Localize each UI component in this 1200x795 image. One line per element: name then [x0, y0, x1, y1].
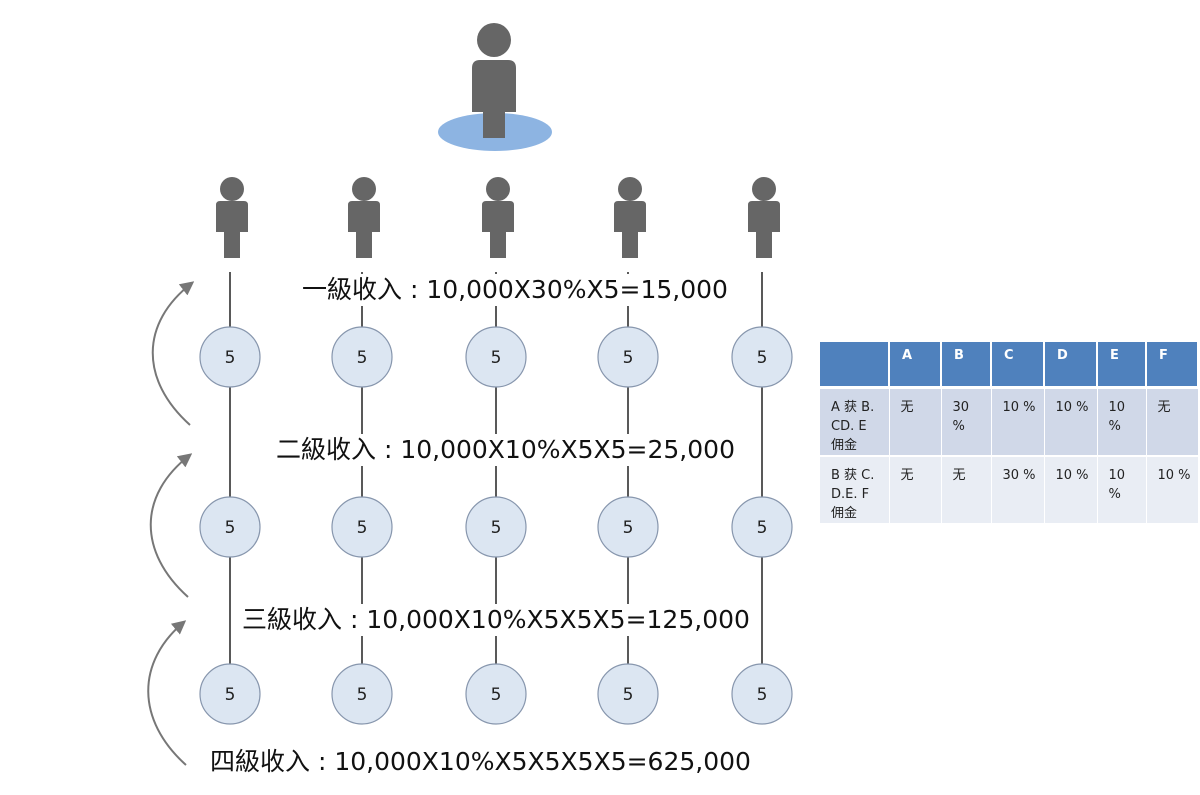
person-icon [482, 177, 514, 258]
table-cell: B 获 C.D.E. F 佣金 [820, 456, 890, 525]
node-value-label: 5 [623, 348, 634, 368]
node-value-label: 5 [491, 348, 502, 368]
income-level-3-label: 三級收入 : 10,000X10%X5X5X5=125,000 [238, 604, 754, 636]
top-person-icon [438, 23, 552, 151]
table-cell: 10 % [1044, 456, 1098, 525]
level-arrows [147, 281, 195, 766]
table-row: A 获 B.CD. E 佣金 无 30 % 10 % 10 % 10 % 无 [820, 387, 1199, 457]
node-grid: 5 5 5 5 5 5 5 5 5 5 5 5 5 5 5 [199, 326, 793, 725]
table-cell: 10 % [1146, 456, 1199, 525]
node-circle: 5 [465, 496, 527, 558]
node-circle: 5 [465, 663, 527, 725]
table-header-cell [820, 342, 890, 389]
income-level-2-label: 二級收入 : 10,000X10%X5X5=25,000 [272, 434, 739, 466]
table-header-cell: D [1044, 342, 1098, 389]
node-circle: 5 [331, 326, 393, 388]
table-cell: 10 % [1044, 387, 1098, 457]
person-icon [348, 177, 380, 258]
commission-table: A B C D E F A 获 B.CD. E 佣金 无 30 % 10 % 1… [820, 342, 1199, 525]
node-value-label: 5 [225, 518, 236, 538]
node-value-label: 5 [491, 518, 502, 538]
table-cell: 无 [941, 456, 992, 525]
table-cell: 10 % [1097, 387, 1147, 457]
node-circle: 5 [199, 663, 261, 725]
table-cell: 10 % [991, 387, 1045, 457]
person-icon [748, 177, 780, 258]
table-header-cell: F [1146, 342, 1199, 389]
node-circle: 5 [597, 496, 659, 558]
node-value-label: 5 [623, 685, 634, 705]
table-cell: 无 [889, 456, 942, 525]
node-value-label: 5 [357, 685, 368, 705]
person-icon [614, 177, 646, 258]
node-circle: 5 [199, 326, 261, 388]
node-value-label: 5 [225, 685, 236, 705]
table-cell: 30 % [991, 456, 1045, 525]
table-cell: 无 [1146, 387, 1199, 457]
node-circle: 5 [731, 496, 793, 558]
level-arrow [149, 453, 193, 598]
table-header-cell: E [1097, 342, 1147, 389]
level-arrow [151, 281, 195, 426]
node-value-label: 5 [623, 518, 634, 538]
table-row: B 获 C.D.E. F 佣金 无 无 30 % 10 % 10 % 10 % [820, 456, 1199, 525]
node-value-label: 5 [757, 685, 768, 705]
node-value-label: 5 [357, 348, 368, 368]
node-circle: 5 [597, 326, 659, 388]
table-header-cell: A [889, 342, 942, 389]
node-circle: 5 [465, 326, 527, 388]
node-value-label: 5 [757, 348, 768, 368]
node-circle: 5 [199, 496, 261, 558]
table-header-cell: B [941, 342, 992, 389]
income-level-4-label: 四級收入 : 10,000X10%X5X5X5X5=625,000 [206, 746, 755, 778]
income-level-1-label: 一級收入 : 10,000X30%X5=15,000 [298, 274, 732, 306]
node-circle: 5 [331, 663, 393, 725]
table-cell: 30 % [941, 387, 992, 457]
node-circle: 5 [731, 326, 793, 388]
table-header-cell: C [991, 342, 1045, 389]
node-value-label: 5 [757, 518, 768, 538]
table-cell: 10 % [1097, 456, 1147, 525]
table-cell: A 获 B.CD. E 佣金 [820, 387, 890, 457]
node-value-label: 5 [225, 348, 236, 368]
person-icon [216, 177, 248, 258]
member-row [216, 177, 780, 258]
node-value-label: 5 [491, 685, 502, 705]
node-circle: 5 [331, 496, 393, 558]
node-circle: 5 [731, 663, 793, 725]
level-arrow [147, 620, 187, 766]
node-value-label: 5 [357, 518, 368, 538]
table-header-row: A B C D E F [820, 342, 1199, 389]
node-circle: 5 [597, 663, 659, 725]
table-cell: 无 [889, 387, 942, 457]
